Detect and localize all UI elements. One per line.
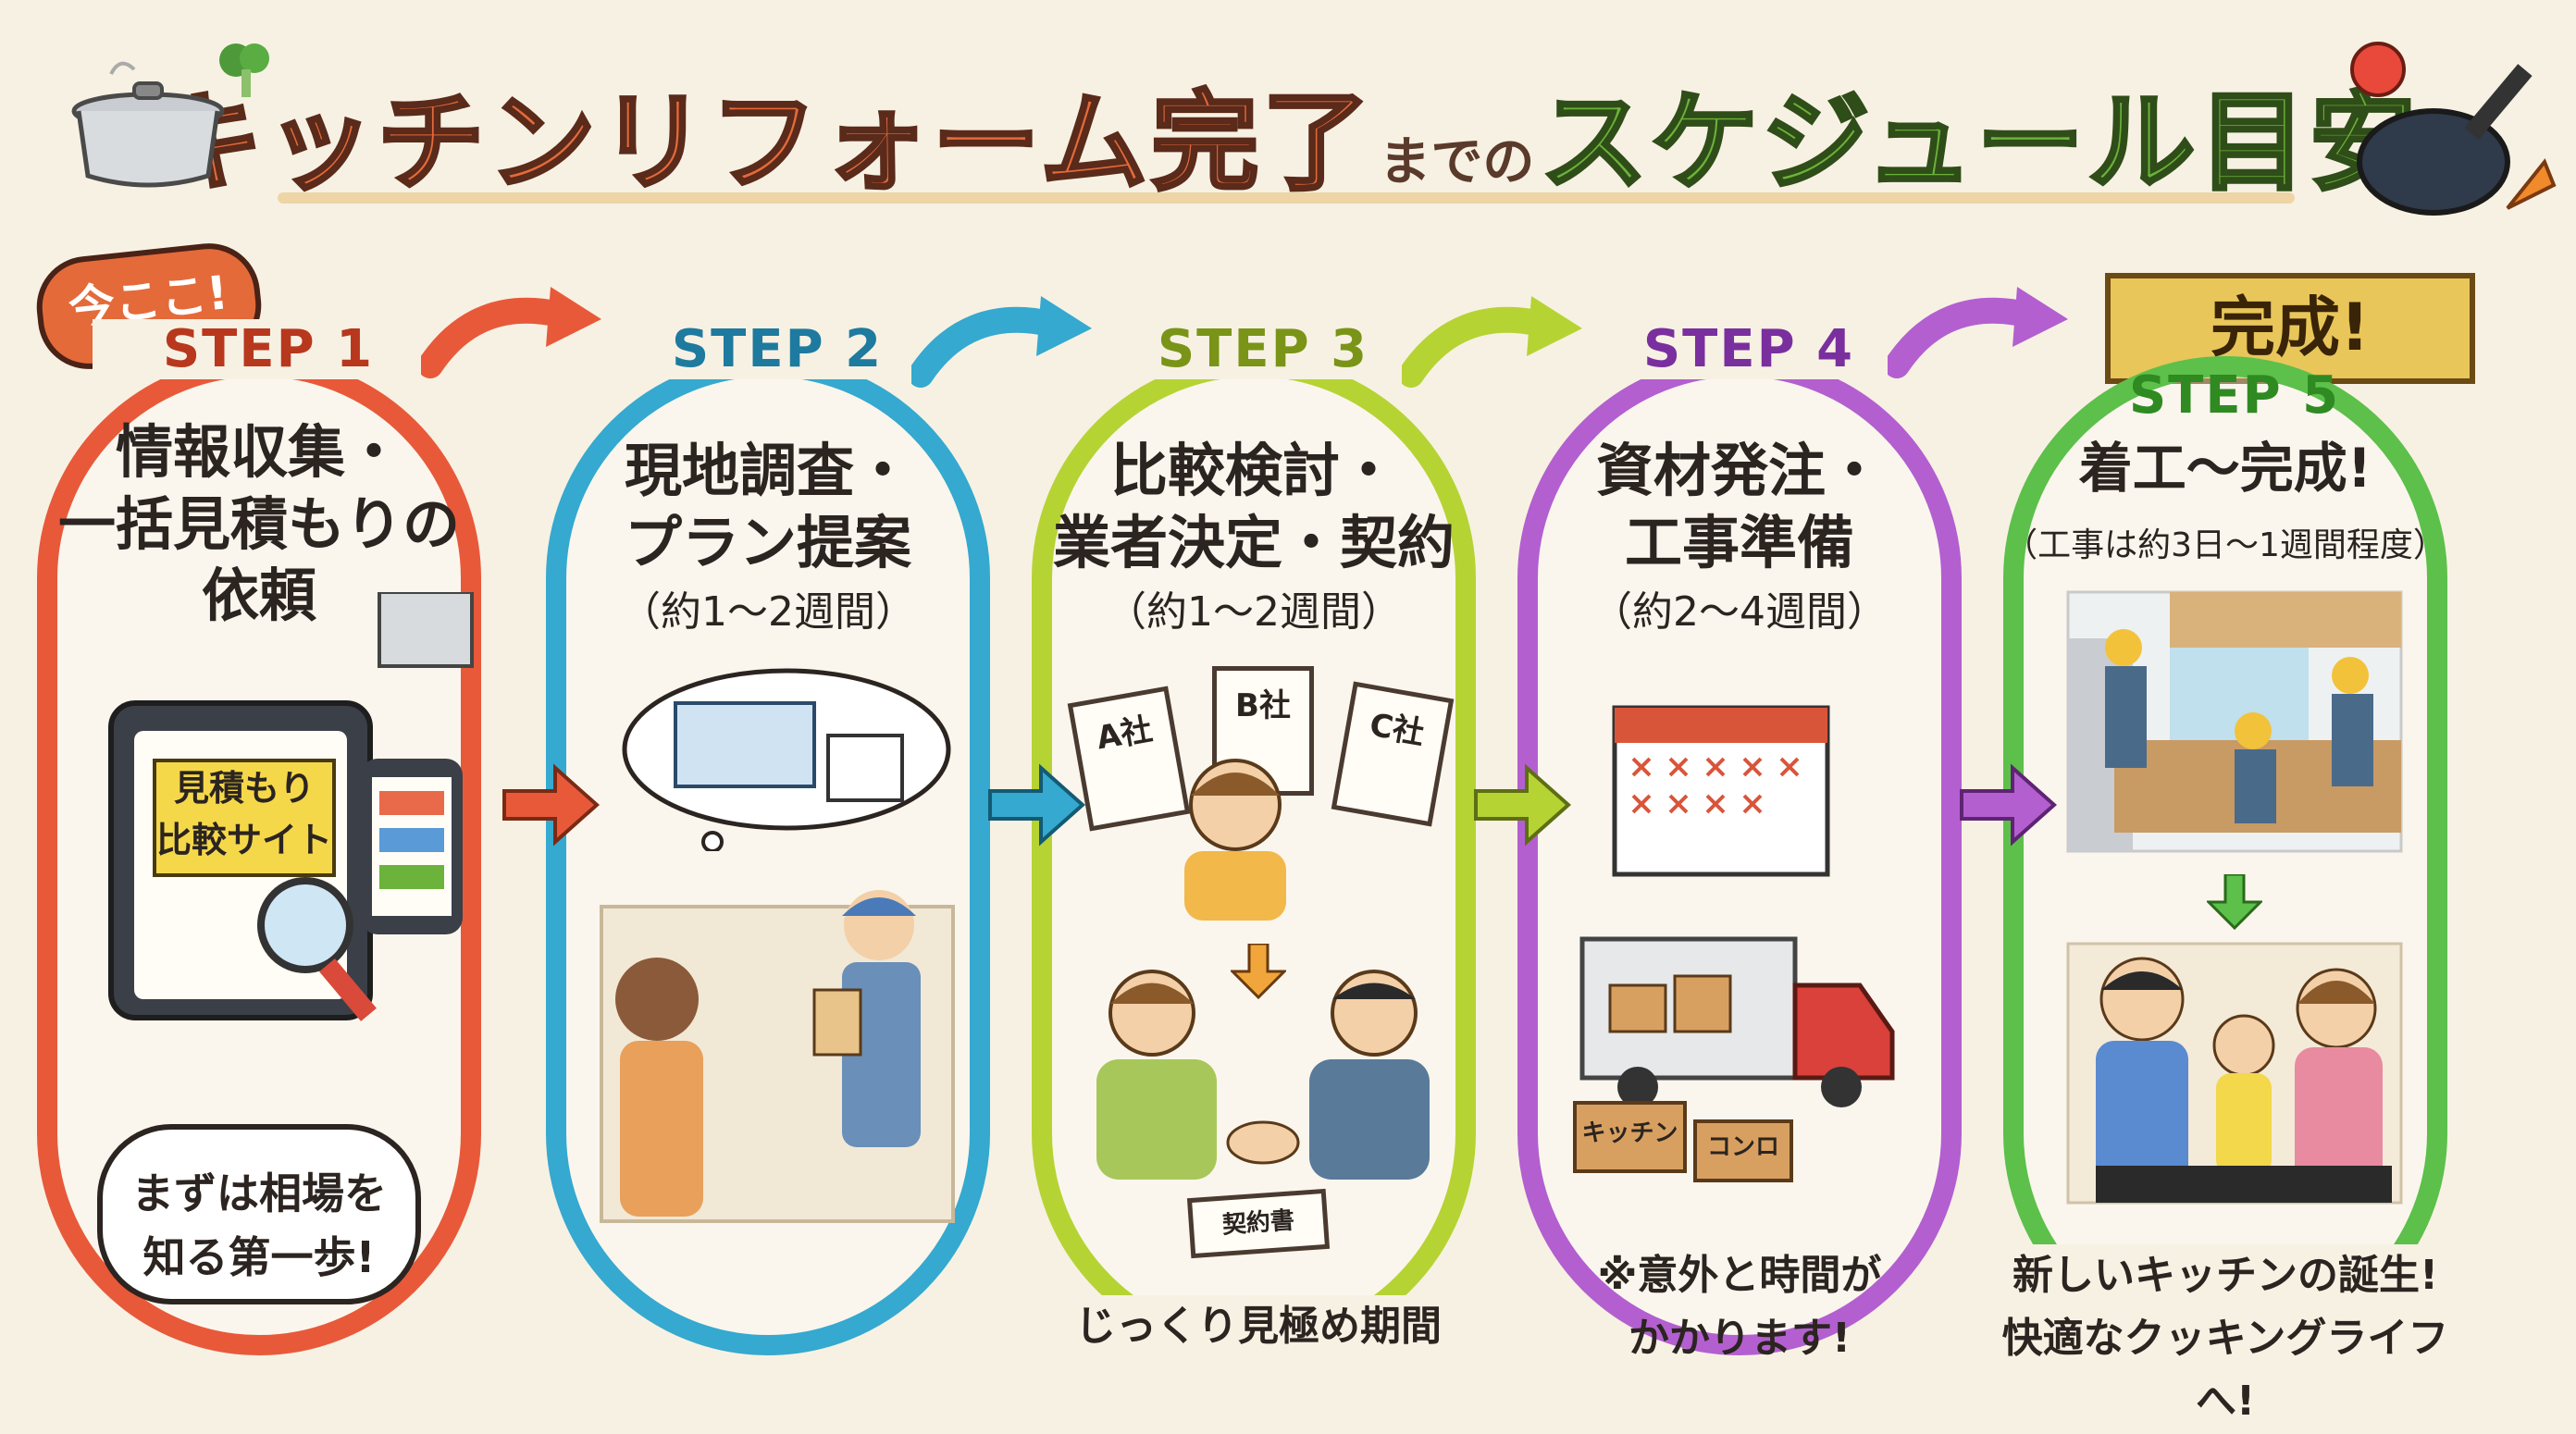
step4-title: 資材発注・ 工事準備 [1595,437,1883,576]
delivery-truck-illustration [1579,936,1895,1107]
step3-label: STEP 3 [1087,319,1439,379]
step4-label: STEP 4 [1573,319,1925,379]
site-survey-illustration [600,890,955,1223]
box-kitchen: キッチン [1573,1101,1687,1173]
calendar-icon [1612,705,1830,877]
right-arrow-icon [988,763,1086,847]
step5-label: STEP 5 [2128,365,2341,426]
handshake-illustration [1096,970,1430,1180]
step1-label: STEP 1 [93,319,444,379]
step3-title: 比較検討・ 業者決定・契約 [1052,437,1455,576]
step5-note: 新しいキッチンの誕生! 快適なクッキングライフへ! [1994,1244,2457,1434]
title-main: キッチンリフォーム完了 [154,79,1374,207]
thinking-person-illustration [1184,759,1286,921]
broccoli-icon [219,43,269,97]
frying-pan-icon [2350,42,2557,216]
step4-note: ※意外と時間が かかります! [1597,1252,1882,1363]
title-underline [278,192,2295,204]
construction-illustration [2066,590,2403,853]
step5-duration: （工事は約3日～1週間程度） [2004,526,2446,564]
right-arrow-icon [502,763,601,847]
curved-arrow-icon [421,287,601,378]
step2-title: 現地調査・ プラン提案 [624,437,911,576]
plan-thought-bubble-illustration [622,668,951,851]
curved-arrow-icon [911,296,1092,388]
step1-title: 情報収集・ 一括見積もりの 依頼 [57,418,460,629]
right-arrow-icon [1960,763,2058,847]
step2-label: STEP 2 [601,319,953,379]
curved-arrow-icon [1402,296,1582,388]
step5-title: 着工～完成! [2078,437,2372,500]
happy-family-illustration [2066,942,2403,1205]
step2-duration: （約1～2週間） [620,588,916,636]
title-connector: までの [1379,132,1535,192]
down-arrow-icon [1231,944,1286,999]
box-konro: コンロ [1693,1119,1793,1182]
right-arrow-icon [1474,763,1572,847]
page-title: キッチンリフォーム完了までのスケジュール目安 [0,56,2576,211]
cooking-pot-icon [71,61,225,188]
contract-document: 契約書 [1186,1188,1331,1259]
curved-arrow-icon [1888,287,2068,378]
step1-speech-bubble: まずは相場を 知る第一歩! [97,1124,421,1304]
comparison-site-label: 見積もり 比較サイト [153,759,336,877]
step4-duration: （約2～4週間） [1591,588,1888,636]
step3-duration: （約1～2週間） [1106,588,1402,636]
step3-note: じっくり見極め期間 [1064,1295,1453,1359]
down-arrow-icon [2207,874,2262,930]
title-sub: スケジュール目安 [1538,79,2421,207]
